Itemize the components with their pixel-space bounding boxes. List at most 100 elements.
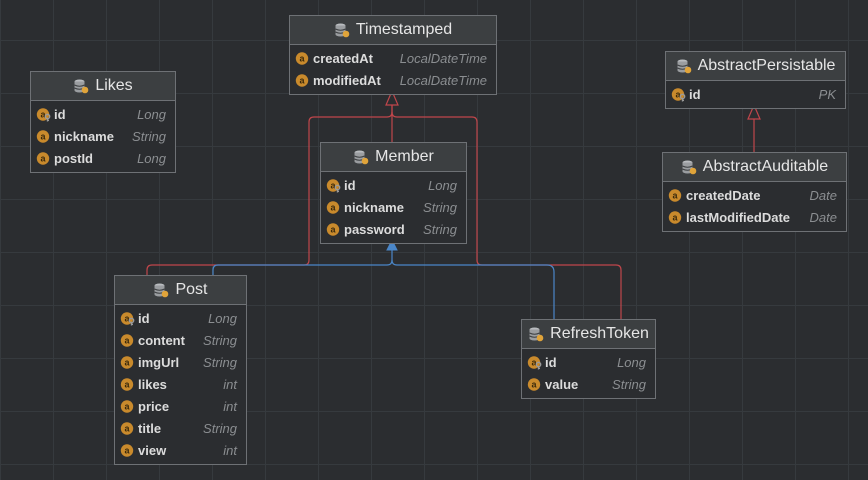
svg-text:a: a: [672, 190, 678, 200]
table-icon: [676, 59, 691, 74]
entity-header[interactable]: AbstractPersistable: [666, 52, 845, 81]
entity-name: Post: [175, 281, 208, 298]
table-icon: [154, 283, 169, 298]
attribute-name: price: [138, 398, 170, 414]
attribute-type: String: [203, 332, 237, 348]
field-icon: a: [326, 200, 340, 214]
svg-text:a: a: [672, 212, 678, 222]
table-icon: [682, 160, 697, 175]
attribute-row[interactable]: a nickname String: [321, 196, 466, 218]
attribute-type: String: [423, 221, 457, 237]
svg-text:a: a: [675, 89, 681, 99]
attribute-name: likes: [138, 376, 167, 392]
svg-text:a: a: [299, 53, 305, 63]
field-icon: a: [120, 421, 134, 435]
attribute-name: imgUrl: [138, 354, 180, 370]
attribute-name: password: [344, 221, 405, 237]
svg-text:a: a: [124, 401, 130, 411]
svg-text:a: a: [124, 335, 130, 345]
svg-text:a: a: [299, 75, 305, 85]
attribute-row[interactable]: a nickname String: [31, 125, 175, 147]
svg-text:a: a: [40, 131, 46, 141]
entity-header[interactable]: Timestamped: [290, 16, 496, 45]
entity-header[interactable]: AbstractAuditable: [663, 153, 846, 182]
attribute-row[interactable]: a lastModifiedDate Date: [663, 206, 846, 228]
attribute-name: view: [138, 442, 167, 458]
svg-text:a: a: [531, 379, 537, 389]
attribute-type: Long: [208, 310, 237, 326]
svg-text:a: a: [124, 357, 130, 367]
inheritance-arrow-timestamped: [385, 89, 399, 106]
field-icon: a: [120, 333, 134, 347]
svg-text:a: a: [531, 357, 537, 367]
svg-text:a: a: [124, 313, 130, 323]
attribute-type: LocalDateTime: [399, 72, 487, 88]
primary-key-icon: a: [326, 178, 341, 192]
entity-header[interactable]: Post: [115, 276, 246, 305]
field-icon: a: [527, 377, 541, 391]
attribute-name: value: [545, 376, 579, 392]
attribute-name: nickname: [344, 199, 404, 215]
primary-key-icon: a: [36, 107, 51, 121]
field-icon: a: [668, 188, 682, 202]
svg-text:a: a: [330, 180, 336, 190]
attribute-name: postId: [54, 150, 93, 166]
entity-header[interactable]: Likes: [31, 72, 175, 101]
svg-text:a: a: [124, 445, 130, 455]
field-icon: a: [295, 51, 309, 65]
svg-text:a: a: [40, 109, 46, 119]
attribute-type: String: [423, 199, 457, 215]
attribute-name: id: [344, 177, 356, 193]
attribute-type: Date: [809, 209, 837, 225]
inheritance-edge-post: [146, 104, 393, 275]
entity-name: AbstractPersistable: [697, 57, 836, 74]
svg-text:a: a: [330, 202, 336, 212]
entity-name: Timestamped: [355, 21, 453, 38]
attribute-name: lastModifiedDate: [686, 209, 791, 225]
attribute-type: String: [132, 128, 166, 144]
primary-key-icon: a: [120, 311, 135, 325]
field-icon: a: [36, 129, 50, 143]
association-edge-post-member: [212, 249, 393, 275]
primary-key-icon: a: [671, 87, 686, 101]
attribute-name: createdDate: [686, 187, 761, 203]
attribute-type: LocalDateTime: [399, 50, 487, 66]
field-icon: a: [120, 399, 134, 413]
table-icon: [74, 79, 89, 94]
field-icon: a: [120, 443, 134, 457]
attribute-name: nickname: [54, 128, 114, 144]
entity-header[interactable]: Member: [321, 143, 466, 172]
entity-header[interactable]: RefreshToken: [522, 320, 655, 349]
attribute-type: PK: [818, 86, 836, 102]
field-icon: a: [668, 210, 682, 224]
